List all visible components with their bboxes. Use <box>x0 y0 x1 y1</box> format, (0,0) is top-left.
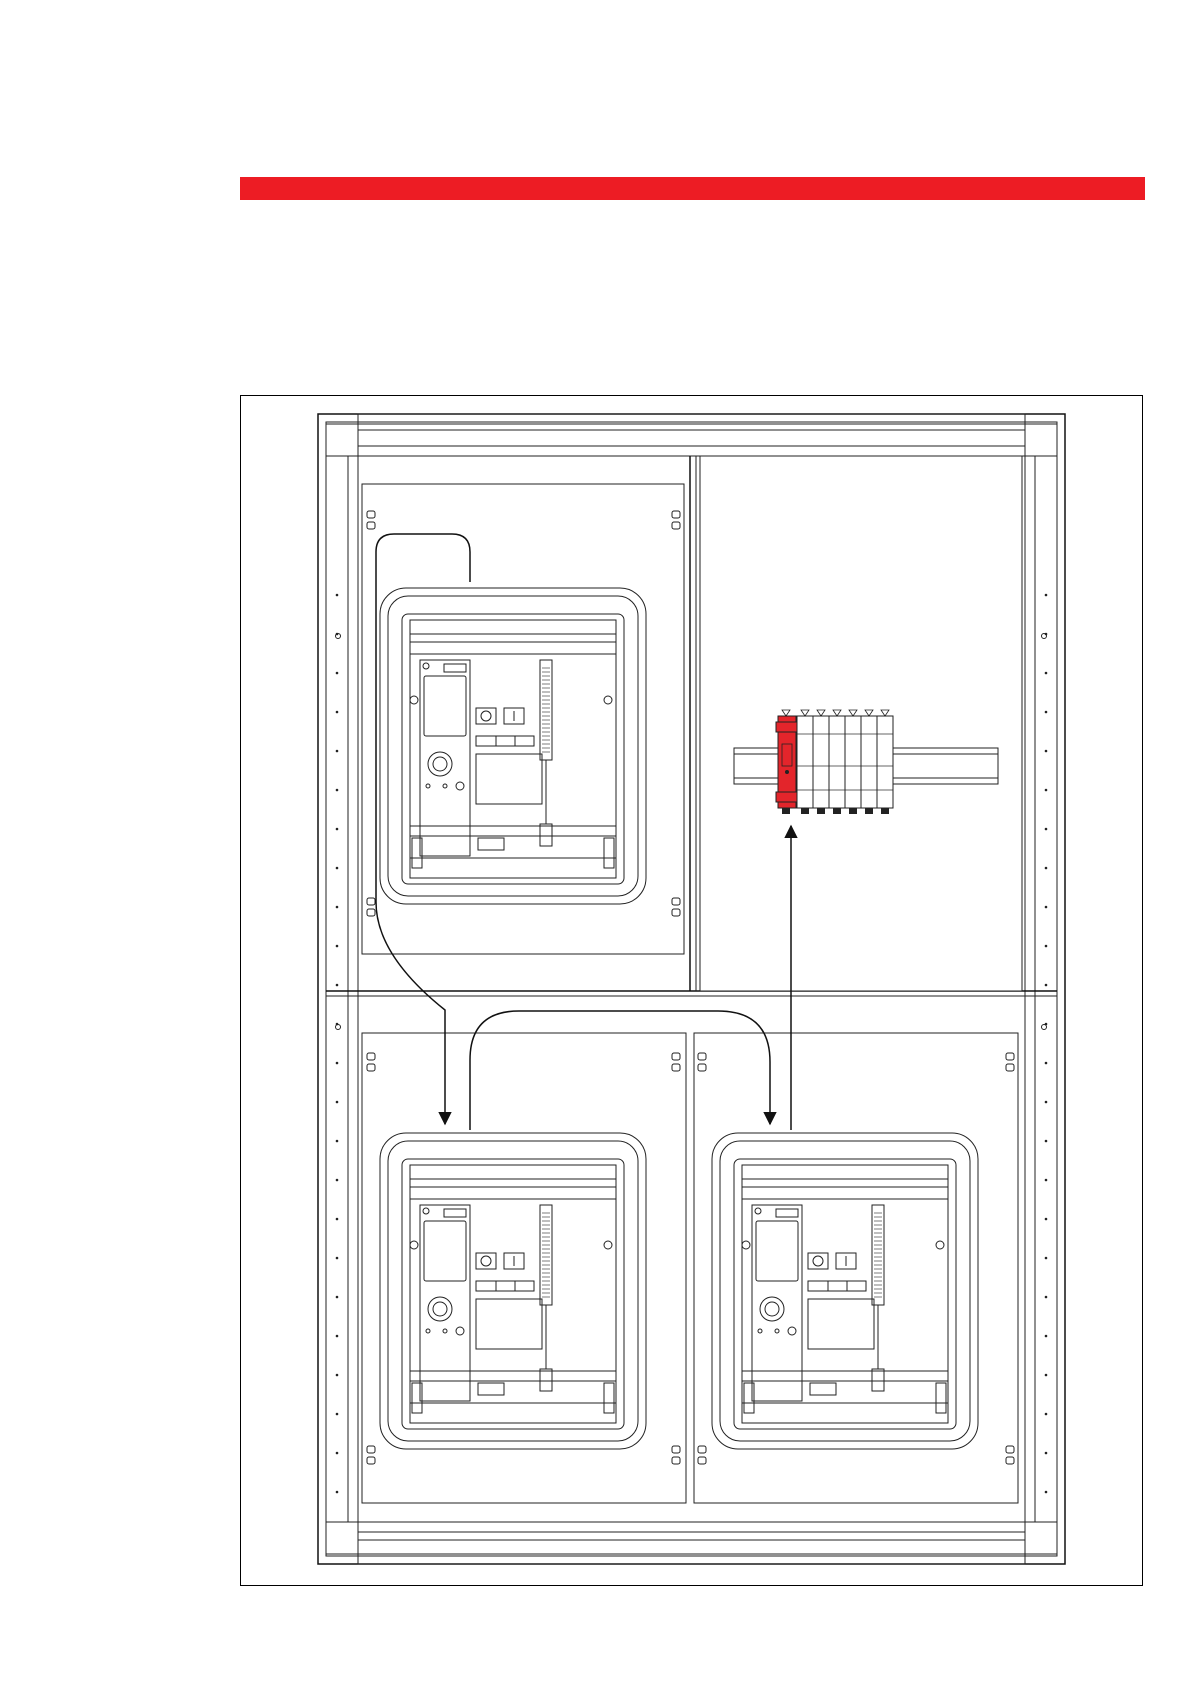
highlighted-module-terminal <box>776 722 798 732</box>
mounting-hole <box>336 906 339 909</box>
terminal-screw <box>817 808 825 814</box>
modular-device <box>861 716 877 808</box>
mounting-hole <box>336 1140 339 1143</box>
mounting-hole <box>1045 1452 1048 1455</box>
highlighted-module-led <box>785 770 789 774</box>
mounting-hole <box>1045 828 1048 831</box>
mounting-hole <box>1045 984 1048 987</box>
mounting-hole <box>1045 1062 1048 1065</box>
mounting-hole <box>1045 1296 1048 1299</box>
modular-device <box>797 716 813 808</box>
mounting-hole <box>1045 1335 1048 1338</box>
terminal-screw <box>865 808 873 814</box>
mounting-hole <box>336 1218 339 1221</box>
mounting-hole <box>1045 672 1048 675</box>
terminal-screw <box>782 808 790 814</box>
mounting-hole <box>336 1452 339 1455</box>
mounting-hole <box>336 789 339 792</box>
mounting-hole <box>336 1025 341 1030</box>
modular-device <box>829 716 845 808</box>
mounting-hole <box>1042 634 1047 639</box>
mounting-hole <box>336 828 339 831</box>
mounting-hole <box>336 1413 339 1416</box>
mounting-hole <box>336 867 339 870</box>
terminal-screw <box>833 808 841 814</box>
mounting-hole <box>1045 1374 1048 1377</box>
mounting-hole <box>336 672 339 675</box>
modular-device <box>877 716 893 808</box>
mounting-hole <box>336 984 339 987</box>
mounting-hole <box>1045 906 1048 909</box>
mounting-hole <box>336 1491 339 1494</box>
mounting-hole <box>1045 750 1048 753</box>
mounting-hole <box>1045 1101 1048 1104</box>
mounting-hole <box>1045 711 1048 714</box>
mounting-hole <box>1045 945 1048 948</box>
mounting-hole <box>1045 1140 1048 1143</box>
mounting-hole <box>336 750 339 753</box>
highlighted-module-terminal <box>776 792 798 802</box>
mounting-hole <box>336 1179 339 1182</box>
modular-device <box>813 716 829 808</box>
mounting-hole <box>1045 789 1048 792</box>
mounting-hole <box>1045 1491 1048 1494</box>
mounting-hole <box>1045 1413 1048 1416</box>
mounting-hole <box>1045 1179 1048 1182</box>
mounting-hole <box>1045 1257 1048 1260</box>
mounting-hole <box>336 1101 339 1104</box>
mounting-hole <box>1045 1218 1048 1221</box>
mounting-hole <box>1045 594 1048 597</box>
mounting-hole <box>336 1296 339 1299</box>
terminal-screw <box>801 808 809 814</box>
mounting-hole <box>1042 1025 1047 1030</box>
mounting-hole <box>336 1335 339 1338</box>
mounting-hole <box>1045 867 1048 870</box>
mounting-hole <box>336 1374 339 1377</box>
modular-device <box>845 716 861 808</box>
terminal-screw <box>881 808 889 814</box>
mounting-hole <box>336 711 339 714</box>
terminal-screw <box>849 808 857 814</box>
mounting-hole <box>336 1062 339 1065</box>
mounting-hole <box>336 945 339 948</box>
mounting-hole <box>336 594 339 597</box>
mounting-hole <box>336 1257 339 1260</box>
